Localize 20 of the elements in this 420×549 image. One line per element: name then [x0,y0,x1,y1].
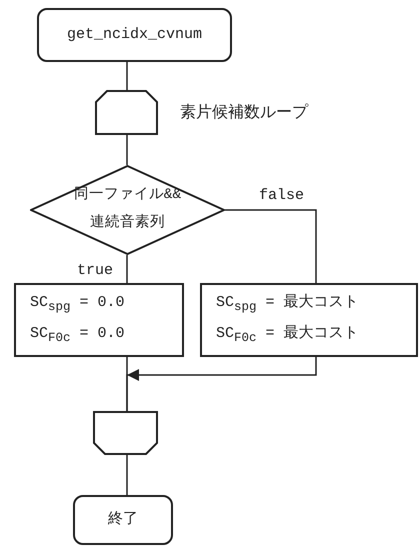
node-text: SC$_{F0c}$ = 0.0 [30,324,125,347]
loop-start-symbol [95,90,158,135]
connector [225,209,317,283]
connector [126,255,128,283]
connector [126,357,317,411]
terminal-box [73,495,173,545]
connector [126,135,128,165]
node-text: 終了 [108,511,138,529]
loop-label: 素片候補数ループ [180,102,308,123]
node-text: get_ncidx_cvnum [66,26,202,44]
loop-end-symbol [93,411,158,455]
node-text: SC$_{spg}$ = 0.0 [30,293,125,316]
process-box [200,283,418,357]
terminal-box [37,8,232,62]
decision-diamond [30,165,225,255]
process-box [14,283,184,357]
node-text: SC$_{F0c}$ = 最大コスト [216,324,359,347]
node-text: SC$_{spg}$ = 最大コスト [216,292,359,316]
connector [126,62,128,90]
connector [126,455,128,495]
